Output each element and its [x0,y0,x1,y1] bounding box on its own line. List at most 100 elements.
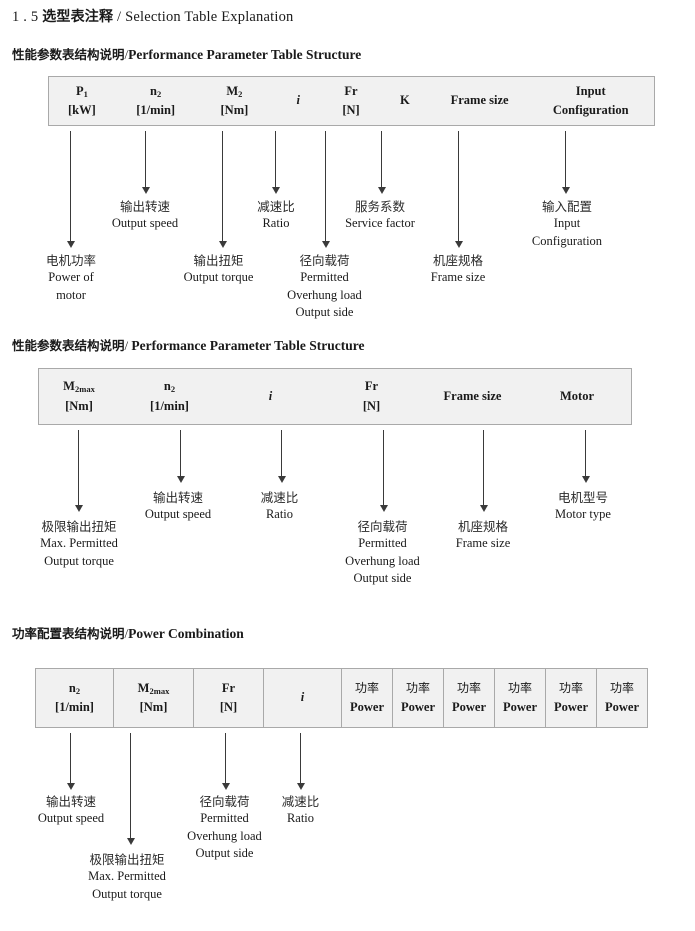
arrow-table1-i [271,131,280,194]
annotation-table3-overhung-load-cn: 径向载荷 [199,794,250,809]
arrow-table2-m2max [74,430,83,512]
table3-col-fr-unit: [N] [219,700,238,714]
annotation-table1-input-configuration-cn: 输入配置 [541,199,592,214]
annotation-table1-output-torque: 输出扭矩 Output torque [166,252,271,287]
annotation-table2-overhung-load-en2: Overhung load [345,553,420,568]
table1-col-n2-unit: [1/min] [136,103,176,117]
table2-col-fr: Fr [N] [321,369,422,424]
table1-col-m2-subscript: 2 [238,88,243,99]
section-3-heading-separator: / [124,626,129,641]
table3-col-n2-unit: [1/min] [55,700,94,714]
arrow-table1-p1 [66,131,75,248]
annotation-table1-output-speed-en: Output speed [111,216,179,231]
table1-col-n2-symbol: n [150,83,157,98]
annotation-table3-output-speed-cn: 输出转速 [45,794,96,809]
table1-col-m2: M2 [Nm] [197,77,273,125]
annotation-table2-output-speed: 输出转速 Output speed [128,489,228,524]
arrow-table2-motor [581,430,590,483]
annotation-table1-input-configuration-en1: Input [553,216,581,231]
annotation-table1-overhung-load-en3: Output side [295,304,354,319]
page-title-number: 1 . 5 [12,9,39,25]
annotation-table1-service-factor-cn: 服务系数 [354,199,405,214]
table3-col-m2max-symbol: M [137,680,150,695]
arrow-table1-k [377,131,386,194]
annotation-table1-service-factor: 服务系数 Service factor [325,198,435,233]
annotation-table2-motor-type: 电机型号 Motor type [533,489,633,524]
table2-col-frame-size-label: Frame size [443,388,502,403]
table2-col-frame-size: Frame size [422,369,523,424]
table2-col-fr-unit: [N] [362,398,381,413]
annotation-table3-max-output-torque-en2: Output torque [92,886,162,901]
table2-col-n2: n2 [1/min] [119,369,220,424]
arrow-table2-fr [379,430,388,512]
table3-col-n2: n2 [1/min] [36,669,113,727]
annotation-table2-ratio-en: Ratio [265,507,294,522]
arrow-table3-i [296,733,305,790]
table1-col-fr-symbol: Fr [344,83,358,98]
annotation-table1-overhung-load-en2: Overhung load [287,287,362,302]
annotation-table3-ratio: 减速比 Ratio [258,793,343,828]
table3-col-power-2-en: Power [400,699,435,714]
annotation-table3-max-output-torque: 极限输出扭矩 Max. Permitted Output torque [69,851,185,903]
arrow-table3-fr [221,733,230,790]
table1-col-m2-unit: [Nm] [220,103,249,117]
table1-col-k-symbol: K [399,93,410,108]
annotation-table3-ratio-en: Ratio [286,811,315,826]
table2-col-i: i [220,369,321,424]
table3-col-power-2-cn: 功率 [405,681,430,696]
annotation-table3-output-speed: 输出转速 Output speed [21,793,121,828]
arrow-table1-frame-size [454,131,463,248]
table3-col-power-6: 功率 Power [596,669,647,727]
table1-col-p1-unit: [kW] [68,103,96,117]
annotation-table1-overhung-load: 径向载荷 Permitted Overhung load Output side [272,252,377,321]
table2-col-fr-symbol: Fr [364,379,379,394]
section-3-heading-english: Power Combination [128,626,244,641]
table2-col-m2max-subscript: 2max [74,384,95,395]
performance-parameter-table-2: M2max [Nm] n2 [1/min] i Fr [N] Frame siz… [38,368,632,425]
section-1-heading: 性能参数表结构说明/Performance Parameter Table St… [12,44,361,63]
table1-col-n2-subscript: 2 [157,88,162,99]
annotation-table3-overhung-load-en1: Permitted [200,811,249,826]
annotation-table2-overhung-load-en1: Permitted [358,536,407,551]
table3-col-i-symbol: i [300,690,305,705]
annotation-table1-output-torque-cn: 输出扭矩 [193,253,244,268]
section-1-heading-english: Performance Parameter Table Structure [128,47,362,62]
arrow-table1-m2 [218,131,227,248]
table1-col-fr: Fr [N] [324,77,378,125]
table3-col-n2-subscript: 2 [75,685,81,696]
table1-col-i: i [272,77,324,125]
annotation-table1-input-configuration: 输入配置 Input Configuration [512,198,622,250]
annotation-table2-output-speed-en: Output speed [144,507,212,522]
annotation-table1-ratio-en: Ratio [262,216,290,231]
table1-col-p1-subscript: 1 [83,88,88,99]
table1-col-n2: n2 [1/min] [115,77,197,125]
table3-col-power-3: 功率 Power [443,669,494,727]
table1-col-frame-size-label: Frame size [450,93,509,108]
annotation-table1-service-factor-en: Service factor [345,216,415,231]
table2-col-n2-subscript: 2 [170,384,176,395]
table2-col-m2max: M2max [Nm] [39,369,119,424]
arrow-table1-fr [321,131,330,248]
section-1-heading-chinese: 性能参数表结构说明 [12,47,125,62]
table3-col-power-4-en: Power [502,699,537,714]
section-2-heading-english: Performance Parameter Table Structure [131,338,365,353]
table3-col-fr-symbol: Fr [221,680,236,695]
arrow-table1-n2 [141,131,150,194]
table2-col-n2-symbol: n [163,379,171,394]
table3-col-power-3-en: Power [451,699,486,714]
page-title-english: Selection Table Explanation [125,9,294,25]
annotation-table1-output-torque-en: Output torque [183,270,254,285]
annotation-table2-max-output-torque-cn: 极限输出扭矩 [41,519,117,534]
annotation-table3-overhung-load: 径向载荷 Permitted Overhung load Output side [172,793,277,862]
arrow-table3-m2max [126,733,135,845]
table3-col-fr: Fr [N] [193,669,263,727]
arrow-table3-n2 [66,733,75,790]
table3-col-power-1-en: Power [349,699,384,714]
annotation-table1-output-speed-cn: 输出转速 [119,199,170,214]
table1-col-fr-unit: [N] [342,103,360,117]
annotation-table1-power-of-motor: 电机功率 Power of motor [21,252,121,304]
table1-col-p1-symbol: P [75,83,84,98]
annotation-table2-ratio-cn: 减速比 [260,490,299,505]
table1-col-i-symbol: i [296,93,300,108]
section-2-heading: 性能参数表结构说明/ Performance Parameter Table S… [12,335,364,354]
